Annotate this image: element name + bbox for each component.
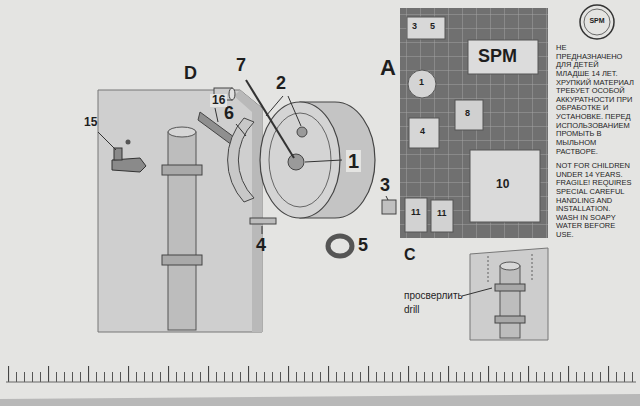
part-number: 8 [465,109,470,119]
callout-number: 15 [84,116,97,129]
part-number: 11 [411,208,421,218]
callout-number: 3 [380,176,390,196]
part-number: 3 [412,22,417,32]
callout-number: 4 [256,236,266,256]
view-letter: A [380,56,396,80]
callout-number: 7 [236,56,246,76]
part-marking: SPM [478,47,517,67]
part-number: 5 [430,22,435,32]
drill-note: drill [404,304,420,315]
callout-number: 5 [358,236,368,256]
part-number: 10 [496,178,509,191]
part-number: 11 [437,209,447,219]
view-letter: C [404,246,416,264]
callout-number: 2 [276,74,286,94]
callout-number: 1 [346,150,361,172]
part-number: 1 [419,78,424,88]
logo-text: SPM [581,17,613,25]
warning-text: NOT FOR CHILDREN UNDER 14 YEARS. FRAGILE… [556,162,634,240]
drill-note: просверлить [404,290,463,301]
warning-text: НЕ ПРЕДНАЗНАЧЕНО ДЛЯ ДЕТЕЙ МЛАДШЕ 14 ЛЕТ… [556,44,634,156]
callout-number: 16 [210,94,227,107]
part-number: 4 [420,127,425,137]
view-letter: D [184,64,197,84]
